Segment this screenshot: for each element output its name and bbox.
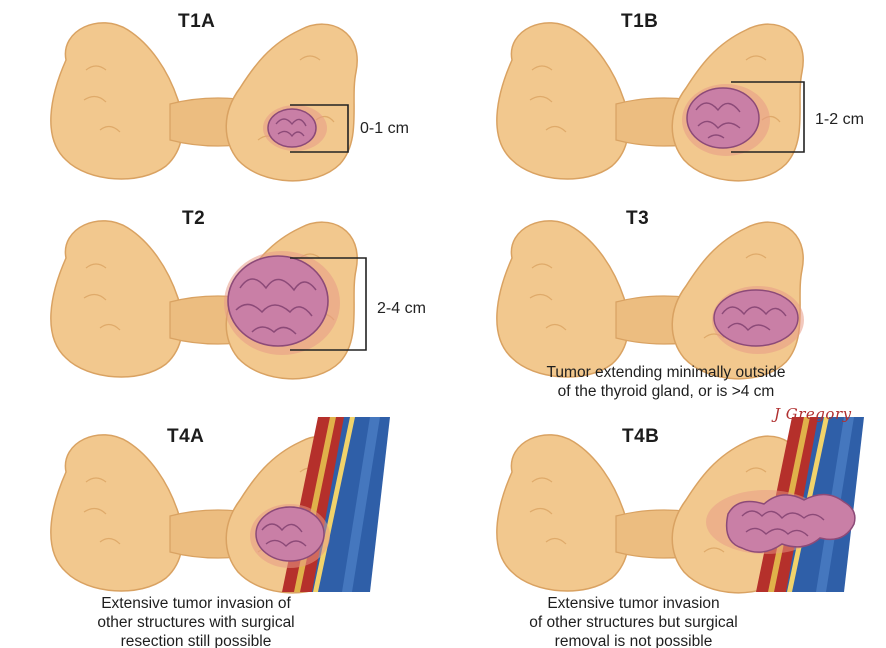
thyroid-right-lobe bbox=[226, 24, 357, 181]
caption-line: Extensive tumor invasion bbox=[446, 594, 821, 613]
panel-t3: T3 Tumor extending minimally outside of … bbox=[446, 198, 886, 408]
panel-t1a: T1A 0-1 cm bbox=[0, 0, 440, 205]
panel-title: T1B bbox=[621, 11, 658, 33]
tumor-t4a bbox=[250, 504, 330, 568]
caption: Extensive tumor invasion of other struct… bbox=[446, 594, 821, 648]
panel-t2: T2 2-4 cm bbox=[0, 198, 440, 408]
tumor-t2 bbox=[224, 251, 340, 355]
size-label: 2-4 cm bbox=[377, 300, 426, 318]
panel-title: T1A bbox=[178, 11, 215, 33]
panel-title: T4B bbox=[622, 426, 659, 448]
thyroid-illustration-t1b bbox=[446, 0, 886, 205]
tumor-t1b bbox=[682, 84, 770, 156]
caption-line: of other structures but surgical bbox=[446, 613, 821, 632]
panel-title: T3 bbox=[626, 208, 649, 230]
panel-t4b: T4B Extensive tumor invasion of other st… bbox=[446, 412, 886, 648]
thyroid-left-lobe bbox=[497, 23, 629, 179]
panel-t4a: T4A Extensive tumor invasion of other st… bbox=[0, 412, 440, 648]
panel-title: T2 bbox=[182, 208, 205, 230]
caption-line: Tumor extending minimally outside bbox=[446, 363, 886, 382]
thyroid-illustration-t2 bbox=[0, 198, 440, 408]
thyroid-illustration-t4b bbox=[446, 412, 886, 592]
caption-line: other structures with surgical bbox=[0, 613, 392, 632]
thyroid-illustration-t1a bbox=[0, 0, 440, 205]
caption-line: of the thyroid gland, or is >4 cm bbox=[446, 382, 886, 401]
artist-signature: J Gregory bbox=[774, 405, 852, 423]
caption: Tumor extending minimally outside of the… bbox=[446, 363, 886, 401]
panel-title: T4A bbox=[167, 426, 204, 448]
tumor-t3 bbox=[712, 286, 804, 354]
thyroid-illustration-t4a bbox=[0, 412, 440, 592]
thyroid-gland bbox=[51, 23, 357, 181]
tumor-t1a bbox=[263, 105, 327, 151]
size-label: 0-1 cm bbox=[360, 120, 409, 138]
caption-line: removal is not possible bbox=[446, 632, 821, 648]
thyroid-left-lobe bbox=[51, 221, 183, 377]
caption-line: Extensive tumor invasion of bbox=[0, 594, 392, 613]
thyroid-left-lobe bbox=[51, 435, 183, 591]
thyroid-left-lobe bbox=[51, 23, 183, 179]
thyroid-illustration-t3 bbox=[446, 198, 886, 358]
caption: Extensive tumor invasion of other struct… bbox=[0, 594, 392, 648]
size-label: 1-2 cm bbox=[815, 111, 864, 129]
caption-line: resection still possible bbox=[0, 632, 392, 648]
panel-t1b: T1B 1-2 cm bbox=[446, 0, 886, 205]
thyroid-left-lobe bbox=[497, 221, 629, 377]
thyroid-left-lobe bbox=[497, 435, 629, 591]
